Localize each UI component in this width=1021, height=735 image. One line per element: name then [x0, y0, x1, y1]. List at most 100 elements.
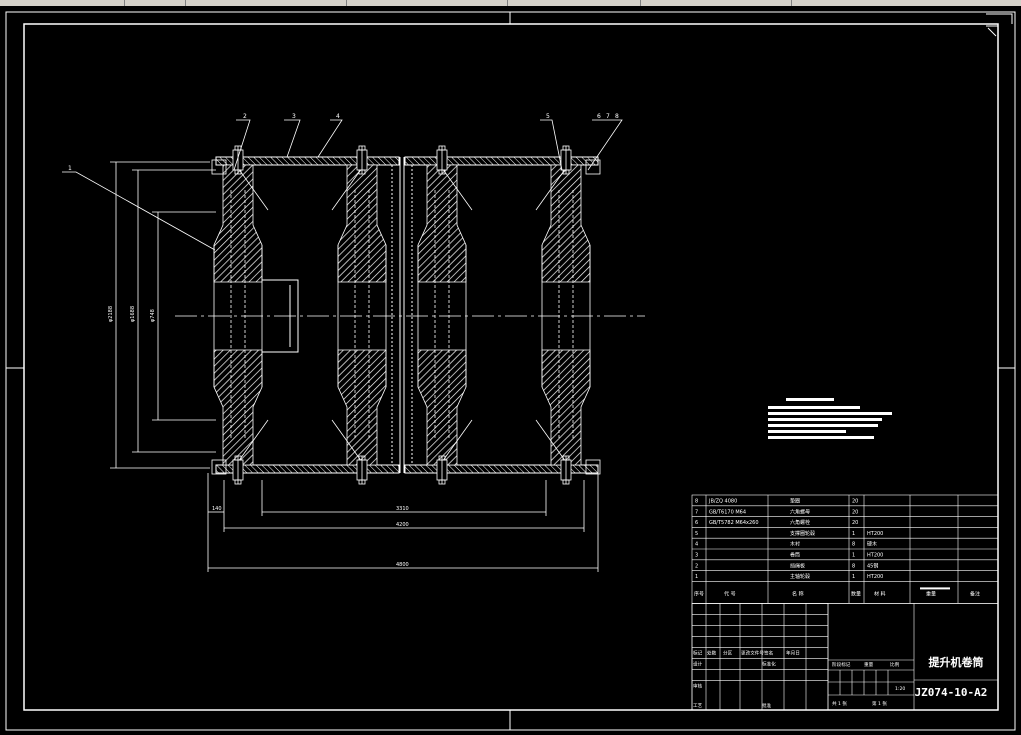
hub-taper-line: [331, 167, 363, 211]
bom-qty: 1: [852, 553, 855, 559]
tblock-row-label: 年月日: [786, 649, 800, 656]
hub-lower-section: [213, 349, 263, 466]
tblock-row-label: 签名: [764, 649, 773, 656]
toolbar-strip: [0, 0, 1021, 6]
tblock-stage-label: 阶段标记: [832, 661, 851, 668]
tblock-row-label: 处数: [707, 649, 717, 656]
bolt-nut: [562, 479, 570, 485]
bom-no: 8: [695, 499, 698, 505]
svg-text:7: 7: [606, 113, 610, 120]
bom-code: GB/T5782 M64x260: [709, 520, 759, 526]
bolt-nut: [234, 455, 242, 461]
toolbar-cell[interactable]: [508, 0, 641, 6]
bolt-nut: [234, 169, 242, 175]
drawing-frame: [5, 11, 1016, 731]
bom-name: 卷筒: [790, 552, 800, 559]
wheel-hub: [331, 145, 387, 485]
bolt-nut: [438, 145, 446, 151]
bom-header-material: 材 料: [874, 590, 886, 597]
shaft-bore: [262, 279, 299, 353]
bolt-nut: [562, 145, 570, 151]
tblock-sheet-total: 共 1 张: [832, 700, 847, 707]
hub-upper-section: [337, 164, 387, 283]
bolt-nut: [358, 169, 366, 175]
bom-no: 3: [695, 553, 698, 559]
bom-material: 45钢: [867, 562, 878, 569]
bom-no: 5: [695, 531, 698, 537]
bom-name: 木衬: [790, 541, 800, 548]
title-block-text: 标记处数分区更改文件号签名年月日设计标准化审核工艺批准阶段标记重量比例1:20共…: [693, 649, 905, 709]
end-flange: [211, 159, 227, 175]
bom-name: 主轴轮毂: [790, 573, 810, 580]
tblock-checker: 审核: [693, 682, 703, 689]
title-block: [691, 603, 999, 711]
tblock-sheet-no: 第 1 张: [872, 700, 887, 707]
bom-qty: 8: [852, 563, 855, 569]
bom-no: 2: [695, 563, 698, 569]
toolbar-cell[interactable]: [186, 0, 347, 6]
svg-text:4: 4: [336, 113, 340, 120]
bom-header-weight: 重量: [926, 590, 936, 597]
svg-text:3: 3: [292, 113, 296, 120]
toolbar-cell[interactable]: [125, 0, 186, 6]
hub-upper-section: [213, 164, 263, 283]
svg-text:φ748: φ748: [150, 309, 156, 322]
wheel-hubs: [211, 145, 601, 485]
toolbar-cell[interactable]: [641, 0, 792, 6]
bom-no: 6: [695, 520, 698, 526]
tblock-standardize: 标准化: [762, 660, 776, 667]
hub-taper-line: [441, 167, 473, 211]
tblock-row-label: 分区: [723, 649, 733, 656]
bom-qty: 1: [852, 531, 855, 537]
bolt-nut: [358, 479, 366, 485]
svg-text:5: 5: [546, 113, 550, 120]
bolt-nut: [358, 455, 366, 461]
drum-shell: [215, 156, 599, 474]
technical-notes-redacted: [768, 398, 892, 439]
toolbar-cell[interactable]: [0, 0, 125, 6]
bolt-nut: [358, 145, 366, 151]
svg-text:φ2188: φ2188: [108, 306, 114, 322]
bom-qty: 20: [852, 499, 858, 505]
bom-no: 1: [695, 574, 698, 580]
tblock-row-label: 标记: [693, 649, 703, 656]
bom-name: 垫圈: [790, 498, 800, 505]
bolt-nut: [438, 479, 446, 485]
tblock-approve: 批准: [762, 702, 772, 709]
bom-header-remark: 备注: [970, 590, 980, 597]
bom-no: 7: [695, 509, 698, 515]
tblock-scale-label: 比例: [890, 661, 900, 668]
svg-text:φ1688: φ1688: [130, 306, 136, 322]
svg-text:140: 140: [212, 506, 222, 512]
bolt-nut: [438, 169, 446, 175]
hub-taper-line: [535, 167, 567, 211]
toolbar-cell[interactable]: [347, 0, 508, 6]
hub-taper-line: [237, 419, 269, 463]
svg-text:6: 6: [597, 113, 601, 120]
bom-name: 支撑圈轮毂: [790, 530, 815, 537]
svg-text:3310: 3310: [396, 506, 409, 512]
drawing-title: 提升机卷筒: [929, 655, 984, 669]
svg-text:1: 1: [68, 165, 72, 172]
bom-code: GB/T6170 M64: [709, 509, 746, 515]
bom-name: 六角螺栓: [790, 519, 810, 526]
bolt-nut: [438, 455, 446, 461]
bom-header-name: 名 称: [792, 590, 804, 597]
tblock-scale: 1:20: [895, 686, 905, 692]
wheel-hub: [213, 145, 269, 485]
hub-taper-line: [535, 419, 567, 463]
drawing-number: JZ074-10-A2: [915, 686, 988, 699]
end-flange: [585, 159, 601, 175]
balloon-labels: 1 2 3 4 5 6 7 8: [68, 113, 619, 172]
bom-material: 硬木: [867, 541, 877, 548]
bom-header-qty: 数量: [851, 590, 861, 597]
dimension-lines: [110, 161, 599, 572]
tblock-process: 工艺: [693, 703, 703, 709]
wheel-hub: [535, 145, 591, 485]
end-flange: [585, 459, 601, 475]
dimension-texts: φ2188 φ1688 φ748 140 3310 4200 4800: [108, 306, 409, 568]
bolt-nut: [234, 479, 242, 485]
